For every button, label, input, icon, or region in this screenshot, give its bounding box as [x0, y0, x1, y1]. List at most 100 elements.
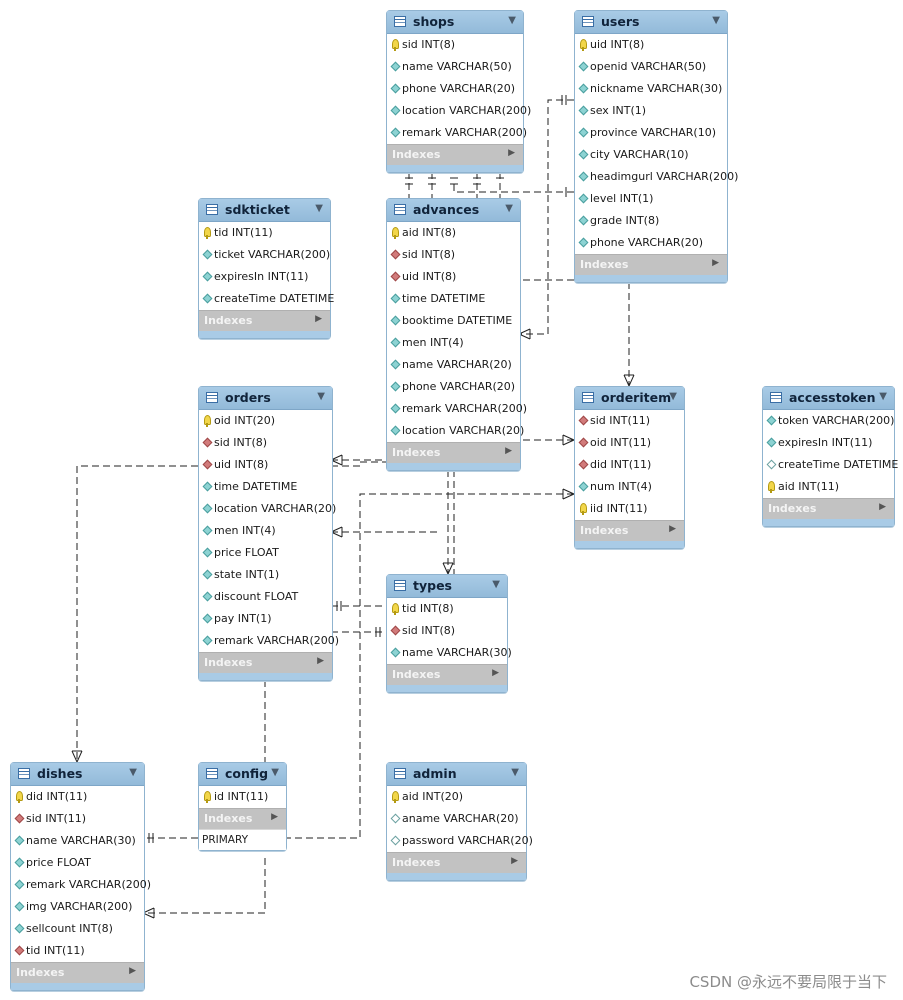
column-row[interactable]: expiresIn INT(11)	[199, 266, 330, 288]
table-header[interactable]: advances▼	[387, 199, 520, 222]
index-row[interactable]: PRIMARY	[199, 829, 286, 850]
column-row[interactable]: aid INT(20)	[387, 786, 526, 808]
column-row[interactable]: remark VARCHAR(200)	[387, 398, 527, 420]
table-header[interactable]: shops▼	[387, 11, 523, 34]
column-row[interactable]: sid INT(8)	[387, 244, 520, 266]
column-row[interactable]: tid INT(8)	[387, 598, 507, 620]
column-row[interactable]: aid INT(11)	[763, 476, 894, 498]
column-row[interactable]: phone VARCHAR(20)	[575, 232, 727, 254]
column-row[interactable]: id INT(11)	[199, 786, 286, 808]
column-row[interactable]: tid INT(11)	[11, 940, 144, 962]
table-users[interactable]: users▼uid INT(8)openid VARCHAR(50)nickna…	[574, 10, 738, 283]
column-row[interactable]: num INT(4)	[575, 476, 684, 498]
column-row[interactable]: did INT(11)	[11, 786, 144, 808]
column-row[interactable]: discount FLOAT	[199, 586, 332, 608]
indexes-section[interactable]: Indexes▶	[575, 520, 684, 541]
table-sdkticket[interactable]: sdkticket▼tid INT(11)ticket VARCHAR(200)…	[198, 198, 334, 339]
table-header[interactable]: config▼	[199, 763, 286, 786]
collapse-arrow-icon[interactable]: ▼	[511, 767, 519, 778]
indexes-section[interactable]: Indexes▶	[199, 652, 332, 673]
column-row[interactable]: oid INT(20)	[199, 410, 332, 432]
column-row[interactable]: phone VARCHAR(20)	[387, 376, 520, 398]
column-row[interactable]: name VARCHAR(30)	[11, 830, 144, 852]
table-orderitem[interactable]: orderitem▼sid INT(11)oid INT(11)did INT(…	[574, 386, 685, 549]
expand-arrow-icon[interactable]: ▶	[511, 856, 518, 866]
table-config[interactable]: config▼id INT(11)Indexes▶PRIMARY	[198, 762, 287, 851]
column-row[interactable]: location VARCHAR(20)	[199, 498, 336, 520]
table-header[interactable]: dishes▼	[11, 763, 144, 786]
indexes-section[interactable]: Indexes▶	[575, 254, 727, 275]
collapse-arrow-icon[interactable]: ▼	[712, 15, 720, 26]
column-row[interactable]: did INT(11)	[575, 454, 684, 476]
column-row[interactable]: remark VARCHAR(200)	[11, 874, 151, 896]
expand-arrow-icon[interactable]: ▶	[271, 812, 278, 822]
column-row[interactable]: men INT(4)	[387, 332, 520, 354]
column-row[interactable]: sid INT(8)	[387, 620, 507, 642]
column-row[interactable]: headimgurl VARCHAR(200)	[575, 166, 738, 188]
table-header[interactable]: accesstoken▼	[763, 387, 894, 410]
column-row[interactable]: aname VARCHAR(20)	[387, 808, 526, 830]
expand-arrow-icon[interactable]: ▶	[508, 148, 515, 158]
column-row[interactable]: sid INT(11)	[11, 808, 144, 830]
column-row[interactable]: name VARCHAR(30)	[387, 642, 512, 664]
expand-arrow-icon[interactable]: ▶	[317, 656, 324, 666]
table-header[interactable]: sdkticket▼	[199, 199, 330, 222]
collapse-arrow-icon[interactable]: ▼	[315, 203, 323, 214]
table-orders[interactable]: orders▼oid INT(20)sid INT(8)uid INT(8)ti…	[198, 386, 339, 681]
indexes-section[interactable]: Indexes▶	[387, 144, 523, 165]
table-admin[interactable]: admin▼aid INT(20)aname VARCHAR(20)passwo…	[386, 762, 533, 881]
table-header[interactable]: types▼	[387, 575, 507, 598]
indexes-section[interactable]: Indexes▶	[199, 310, 330, 331]
column-row[interactable]: pay INT(1)	[199, 608, 332, 630]
expand-arrow-icon[interactable]: ▶	[315, 314, 322, 324]
column-row[interactable]: location VARCHAR(20)	[387, 420, 524, 442]
column-row[interactable]: state INT(1)	[199, 564, 332, 586]
expand-arrow-icon[interactable]: ▶	[879, 502, 886, 512]
column-row[interactable]: img VARCHAR(200)	[11, 896, 144, 918]
expand-arrow-icon[interactable]: ▶	[492, 668, 499, 678]
column-row[interactable]: sid INT(11)	[575, 410, 684, 432]
collapse-arrow-icon[interactable]: ▼	[508, 15, 516, 26]
column-row[interactable]: openid VARCHAR(50)	[575, 56, 727, 78]
column-row[interactable]: expiresIn INT(11)	[763, 432, 894, 454]
expand-arrow-icon[interactable]: ▶	[129, 966, 136, 976]
column-row[interactable]: sellcount INT(8)	[11, 918, 144, 940]
column-row[interactable]: price FLOAT	[11, 852, 144, 874]
column-row[interactable]: level INT(1)	[575, 188, 727, 210]
column-row[interactable]: uid INT(8)	[387, 266, 520, 288]
collapse-arrow-icon[interactable]: ▼	[669, 391, 677, 402]
column-row[interactable]: name VARCHAR(20)	[387, 354, 520, 376]
column-row[interactable]: time DATETIME	[387, 288, 520, 310]
column-row[interactable]: password VARCHAR(20)	[387, 830, 533, 852]
table-accesstoken[interactable]: accesstoken▼token VARCHAR(200)expiresIn …	[762, 386, 898, 527]
collapse-arrow-icon[interactable]: ▼	[505, 203, 513, 214]
column-row[interactable]: city VARCHAR(10)	[575, 144, 727, 166]
column-row[interactable]: grade INT(8)	[575, 210, 727, 232]
indexes-section[interactable]: Indexes▶	[763, 498, 894, 519]
expand-arrow-icon[interactable]: ▶	[505, 446, 512, 456]
expand-arrow-icon[interactable]: ▶	[712, 258, 719, 268]
column-row[interactable]: price FLOAT	[199, 542, 332, 564]
collapse-arrow-icon[interactable]: ▼	[271, 767, 279, 778]
column-row[interactable]: remark VARCHAR(200)	[387, 122, 527, 144]
column-row[interactable]: sid INT(8)	[199, 432, 332, 454]
column-row[interactable]: nickname VARCHAR(30)	[575, 78, 727, 100]
column-row[interactable]: name VARCHAR(50)	[387, 56, 523, 78]
indexes-section[interactable]: Indexes▶	[11, 962, 144, 983]
column-row[interactable]: phone VARCHAR(20)	[387, 78, 523, 100]
expand-arrow-icon[interactable]: ▶	[669, 524, 676, 534]
table-header[interactable]: orders▼	[199, 387, 332, 410]
column-row[interactable]: createTime DATETIME	[763, 454, 898, 476]
column-row[interactable]: aid INT(8)	[387, 222, 520, 244]
table-header[interactable]: admin▼	[387, 763, 526, 786]
indexes-section[interactable]: Indexes▶	[387, 442, 520, 463]
column-row[interactable]: createTime DATETIME	[199, 288, 334, 310]
column-row[interactable]: ticket VARCHAR(200)	[199, 244, 330, 266]
table-types[interactable]: types▼tid INT(8)sid INT(8)name VARCHAR(3…	[386, 574, 512, 693]
indexes-section[interactable]: Indexes▶	[387, 664, 507, 685]
table-header[interactable]: orderitem▼	[575, 387, 684, 410]
collapse-arrow-icon[interactable]: ▼	[879, 391, 887, 402]
collapse-arrow-icon[interactable]: ▼	[317, 391, 325, 402]
collapse-arrow-icon[interactable]: ▼	[129, 767, 137, 778]
indexes-section[interactable]: Indexes▶	[387, 852, 526, 873]
